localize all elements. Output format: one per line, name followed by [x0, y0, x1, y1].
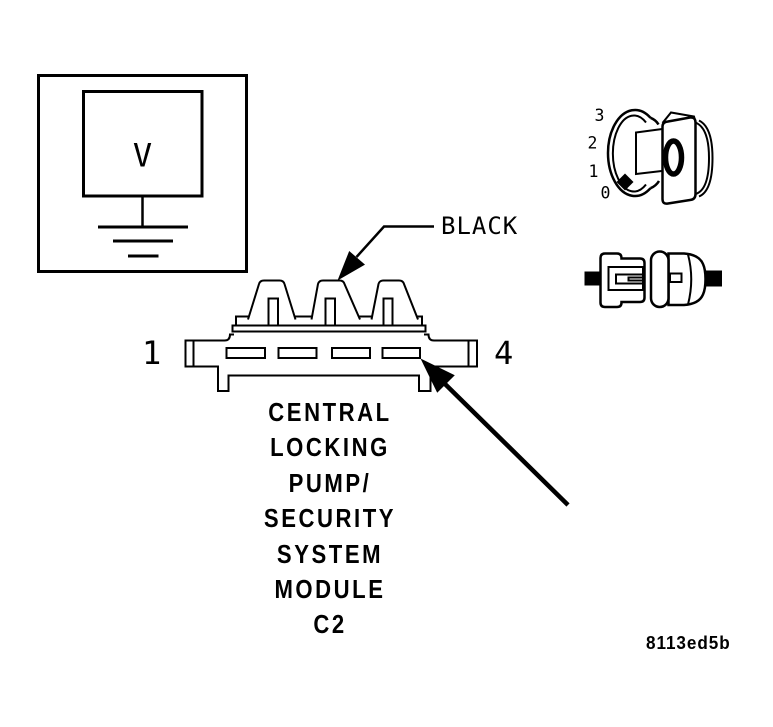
module-name-line: MODULE: [274, 574, 386, 605]
dial-pointer-icon: [616, 173, 634, 191]
terminal-cavity-4: [381, 347, 421, 359]
key-position-2: 2: [588, 134, 598, 153]
index-tab: [267, 297, 279, 327]
wire-stub-left: [584, 271, 601, 286]
connector-face: [184, 279, 478, 392]
module-name-line: CENTRAL: [268, 397, 392, 427]
terminal-cavity-2: [277, 347, 318, 359]
dial-inner-ring: [611, 114, 647, 193]
module-name-line: SECURITY: [263, 503, 397, 534]
dial-outer-ring: [606, 108, 652, 198]
key-position-0: 0: [601, 184, 611, 203]
terminal-cavity-3: [331, 347, 371, 359]
wire-color-label: BLACK: [441, 212, 519, 240]
female-connector-collar: [649, 250, 670, 309]
module-name-line: SYSTEM: [276, 538, 384, 569]
module-name-line: PUMP/: [288, 467, 372, 498]
index-tab: [324, 297, 336, 327]
keyway-tongue: [615, 273, 643, 285]
key-position-1: 1: [589, 162, 599, 181]
pin-4-label: 4: [494, 334, 514, 372]
key-slot-notch: [635, 127, 667, 176]
connector-bump: [370, 279, 419, 320]
ground-icon: [98, 225, 188, 258]
connector-body-outline: [184, 333, 478, 392]
figure-code: 8113ed5b: [646, 633, 731, 653]
wire-stub-right: [705, 270, 722, 287]
female-connector-slot: [669, 272, 683, 283]
key-position-3: 3: [595, 106, 605, 125]
voltmeter-label: V: [133, 137, 152, 175]
terminal-leader-arrow-icon: [420, 358, 570, 507]
ignition-key-position-icon: 3 2 1 0: [588, 106, 714, 205]
module-name-line: C2: [313, 609, 347, 640]
voltmeter-symbol: V: [37, 74, 248, 273]
black-leader-arrow-icon: [337, 225, 434, 281]
index-tab: [382, 297, 394, 327]
key-head-icon: [661, 111, 714, 205]
module-name-line: LOCKING: [270, 432, 390, 463]
inline-connector-icon: [584, 250, 722, 309]
voltmeter-outer-box: [37, 74, 248, 273]
terminal-cavity-1: [225, 347, 266, 359]
pin-1-label: 1: [142, 334, 162, 372]
key-hole: [662, 138, 685, 177]
module-name: CENTRAL LOCKING PUMP/ SECURITY SYSTEM MO…: [224, 395, 437, 643]
